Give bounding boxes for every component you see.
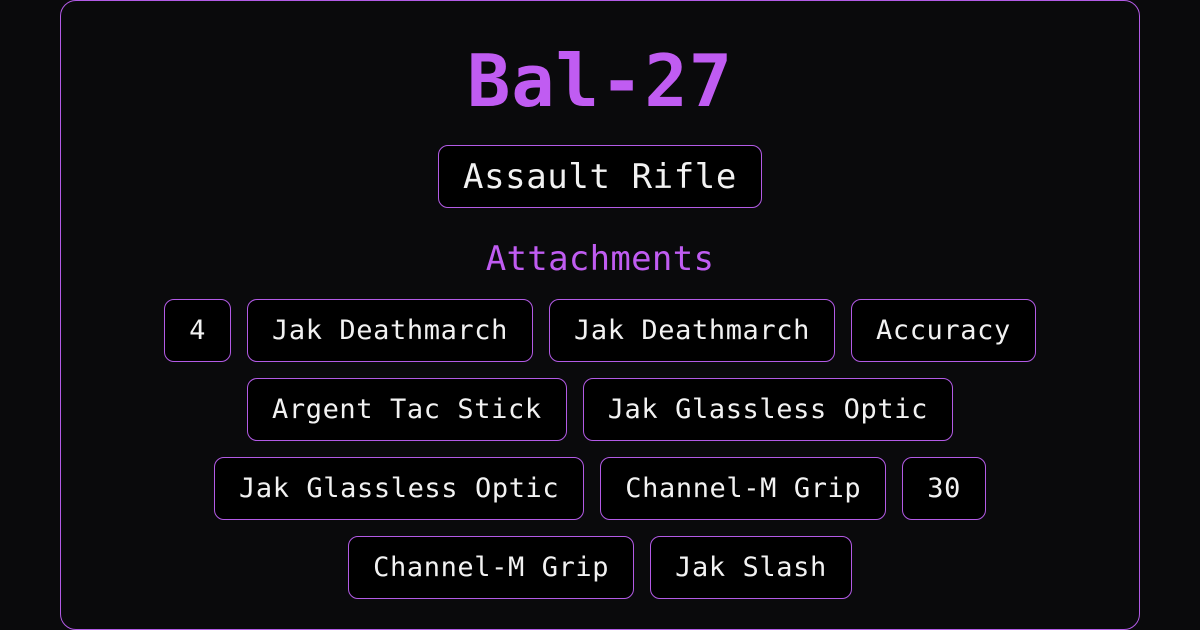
attachments-row: Jak Glassless Optic Channel-M Grip 30 [141, 457, 1059, 520]
attachments-list: 4 Jak Deathmarch Jak Deathmarch Accuracy… [141, 299, 1059, 599]
attachments-row: 4 Jak Deathmarch Jak Deathmarch Accuracy [141, 299, 1059, 362]
attachment-chip[interactable]: Jak Deathmarch [247, 299, 533, 362]
weapon-type-wrap: Assault Rifle [61, 145, 1139, 208]
attachments-row: Channel-M Grip Jak Slash [141, 536, 1059, 599]
weapon-card: Bal-27 Assault Rifle Attachments 4 Jak D… [60, 0, 1140, 630]
attachments-heading: Attachments [485, 239, 715, 279]
attachment-chip[interactable]: Jak Slash [650, 536, 852, 599]
attachment-chip[interactable]: Channel-M Grip [600, 457, 887, 520]
attachments-row: Argent Tac Stick Jak Glassless Optic [141, 378, 1059, 441]
attachment-chip[interactable]: Jak Deathmarch [549, 299, 835, 362]
attachment-chip[interactable]: 30 [902, 457, 986, 520]
attachment-chip[interactable]: 4 [164, 299, 232, 362]
weapon-name: Bal-27 [466, 39, 734, 123]
attachment-chip[interactable]: Channel-M Grip [348, 536, 635, 599]
weapon-type-badge: Assault Rifle [438, 145, 762, 208]
attachment-chip[interactable]: Jak Glassless Optic [582, 378, 953, 441]
attachment-chip[interactable]: Argent Tac Stick [247, 378, 567, 441]
attachment-chip[interactable]: Jak Glassless Optic [214, 457, 585, 520]
attachment-chip[interactable]: Accuracy [850, 299, 1036, 362]
